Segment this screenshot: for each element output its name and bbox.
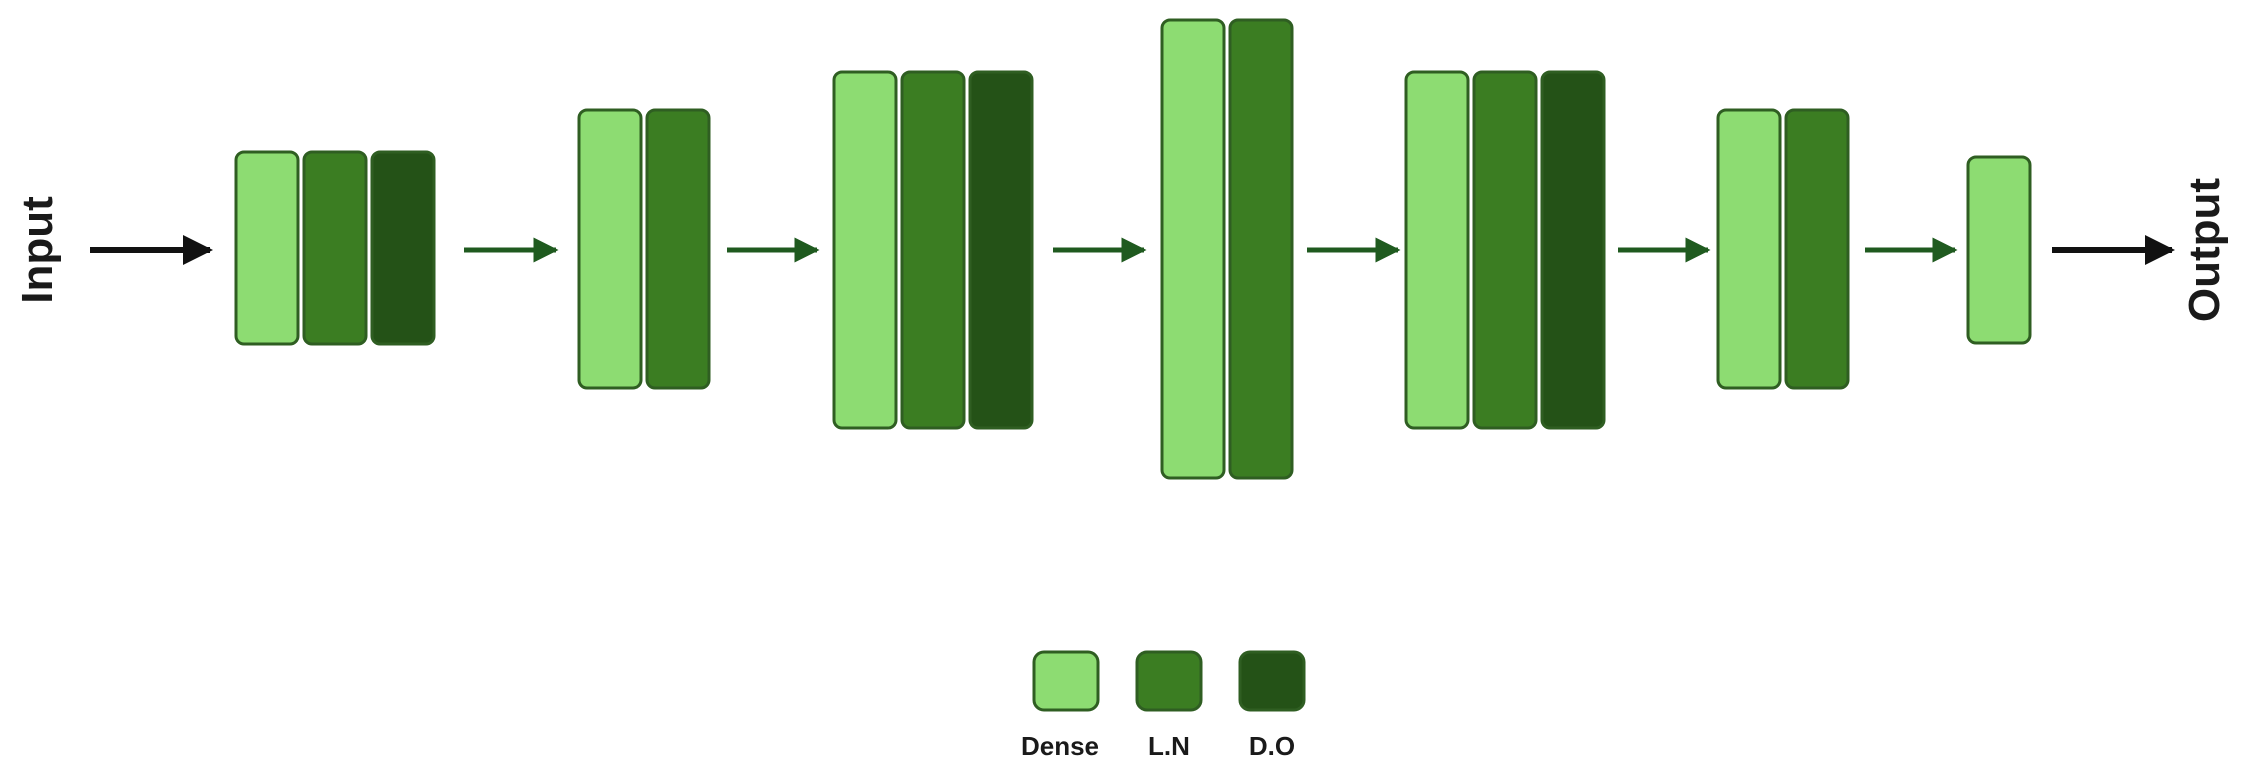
layer-4: [1160, 18, 1294, 480]
legend-swatch-do: [1238, 650, 1306, 712]
legend-label-ln: L.N: [1148, 731, 1190, 761]
dense-block: [832, 70, 898, 430]
layer-2: [577, 108, 711, 390]
layer-norm-block: [1472, 70, 1538, 430]
legend-item-dense: Dense: [1021, 650, 1100, 761]
dense-block: [1716, 108, 1782, 390]
layer-3: [832, 70, 1034, 430]
layer-norm-block: [1228, 18, 1294, 480]
legend-item-ln: L.N: [1135, 650, 1203, 761]
layer-norm-block: [1784, 108, 1850, 390]
legend-label-dense: Dense: [1021, 731, 1099, 761]
input-label: Input: [13, 196, 62, 304]
layer-norm-block: [900, 70, 966, 430]
dropout-block: [370, 150, 436, 346]
layer-norm-block: [645, 108, 711, 390]
dense-block: [1404, 70, 1470, 430]
dropout-block: [968, 70, 1034, 430]
layer-6: [1716, 108, 1850, 390]
layer-norm-block: [302, 150, 368, 346]
output-label: Output: [2180, 178, 2229, 323]
legend-swatch-dense: [1032, 650, 1100, 712]
legend-swatch-ln: [1135, 650, 1203, 712]
legend-item-do: D.O: [1238, 650, 1306, 761]
layer-7: [1966, 155, 2032, 345]
dropout-block: [1540, 70, 1606, 430]
layer-5: [1404, 70, 1606, 430]
layer-1: [234, 150, 436, 346]
legend: Dense L.N D.O: [1021, 650, 1306, 761]
dense-block: [577, 108, 643, 390]
dense-block: [1966, 155, 2032, 345]
dense-block: [1160, 18, 1226, 480]
legend-label-do: D.O: [1249, 731, 1295, 761]
dense-block: [234, 150, 300, 346]
